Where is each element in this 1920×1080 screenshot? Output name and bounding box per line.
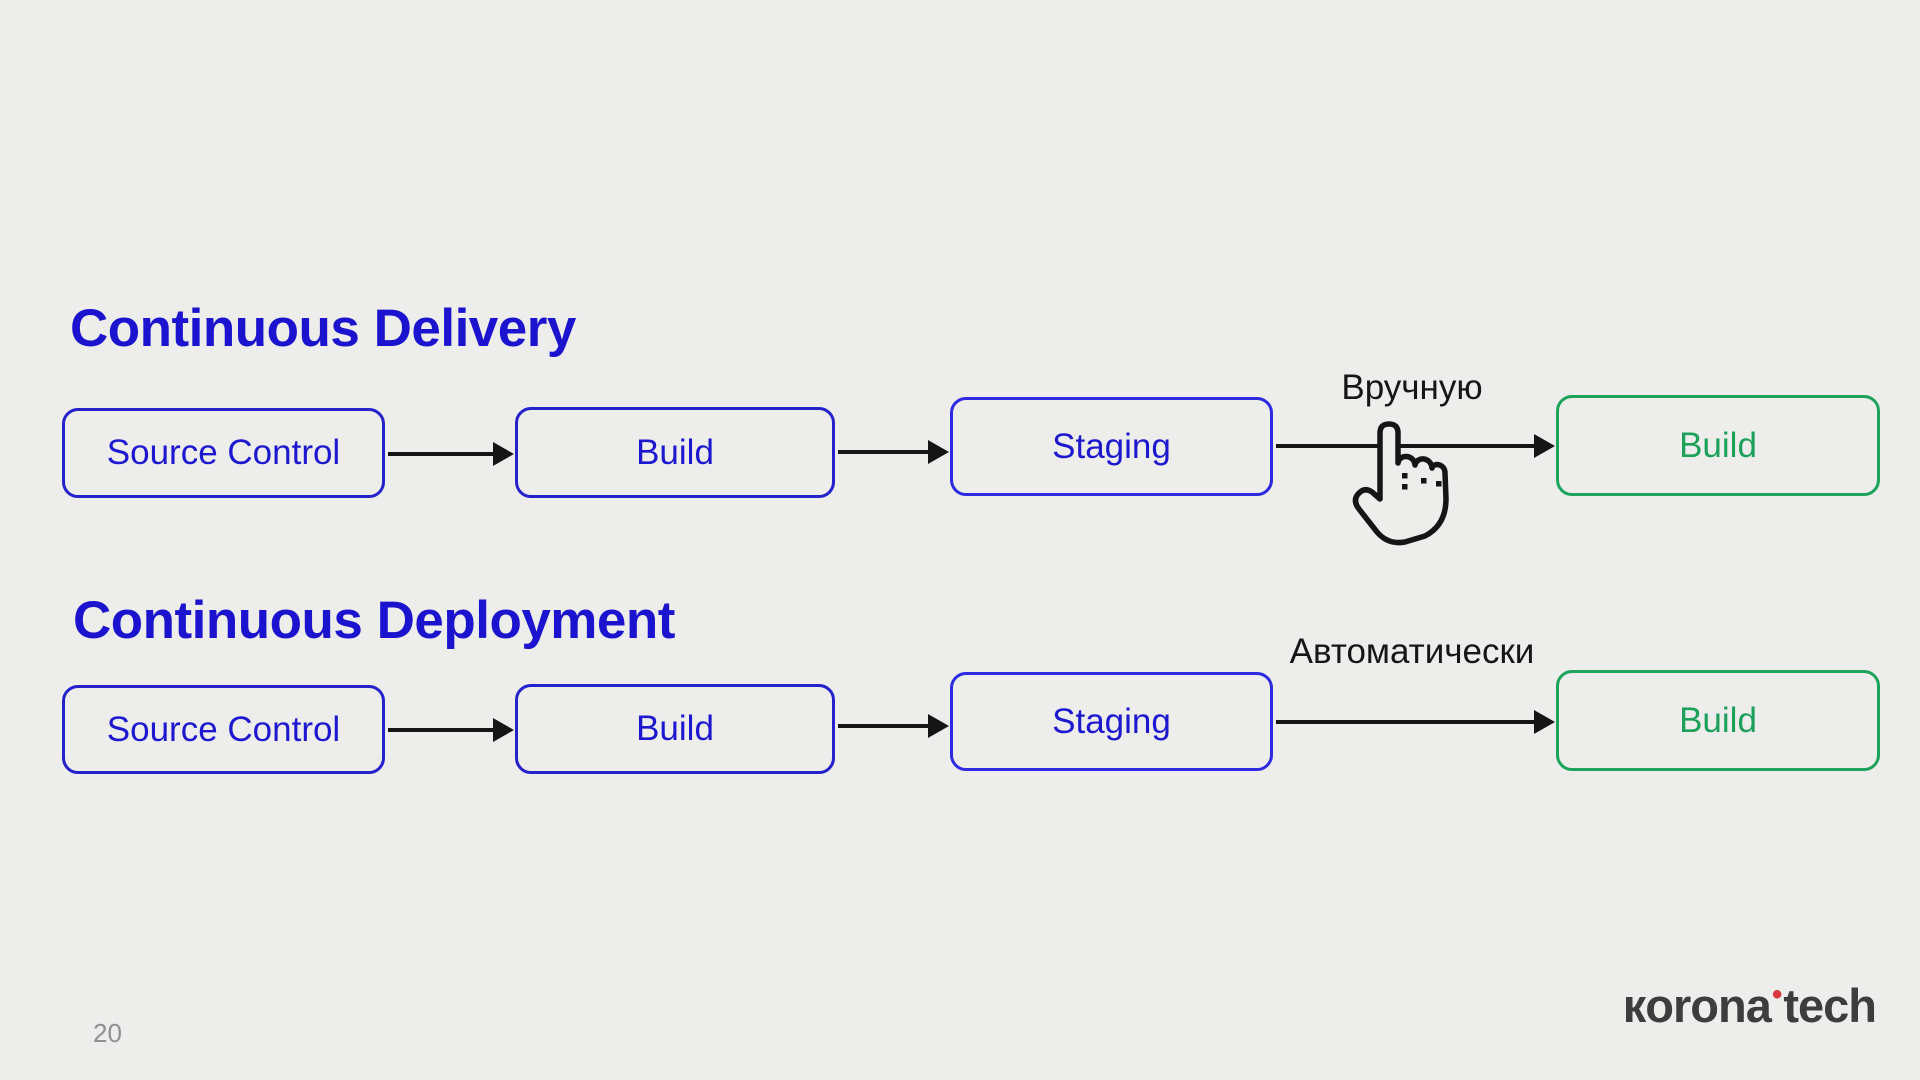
flow-node-label: Build bbox=[636, 709, 714, 748]
flow-node-staging: Staging bbox=[950, 397, 1273, 496]
arrow-annotation-automatic: Автоматически bbox=[1289, 632, 1535, 671]
arrow-annotation-manual: Вручную bbox=[1341, 368, 1483, 407]
flow-arrow bbox=[1276, 434, 1555, 458]
flow-node-label: Source Control bbox=[106, 709, 341, 749]
flow-node-label: Build bbox=[1679, 425, 1757, 465]
flow-node-label: Build bbox=[1679, 700, 1757, 740]
flow-arrow bbox=[388, 718, 514, 742]
flow-node-source-control: Source Control bbox=[62, 408, 385, 498]
flow-arrow bbox=[838, 440, 949, 464]
section-title-continuous-deployment: Continuous Deployment bbox=[73, 591, 675, 650]
flow-arrow bbox=[1276, 710, 1555, 734]
flow-node-source-control: Source Control bbox=[62, 685, 385, 774]
flow-node-build-production: Build bbox=[1556, 395, 1880, 496]
logo-part1: кorona bbox=[1622, 979, 1772, 1032]
flow-node-label: Staging bbox=[1052, 426, 1171, 466]
flow-node-staging: Staging bbox=[950, 672, 1273, 771]
korona-tech-logo: кorona•tech bbox=[1622, 978, 1877, 1033]
flow-node-build-production: Build bbox=[1556, 670, 1880, 771]
flow-arrow bbox=[388, 442, 514, 466]
section-title-continuous-delivery: Continuous Delivery bbox=[70, 299, 576, 358]
logo-part2: tech bbox=[1783, 979, 1877, 1032]
flow-node-build: Build bbox=[515, 684, 835, 774]
flow-arrow bbox=[838, 714, 949, 738]
logo-dot-icon: • bbox=[1771, 978, 1783, 1011]
flow-node-label: Source Control bbox=[106, 433, 341, 472]
flow-node-label: Staging bbox=[1052, 701, 1171, 741]
flow-node-build: Build bbox=[515, 407, 835, 498]
page-number: 20 bbox=[93, 1018, 122, 1048]
hand-pointer-cursor-icon bbox=[1352, 421, 1449, 546]
flow-node-label: Build bbox=[636, 432, 714, 472]
